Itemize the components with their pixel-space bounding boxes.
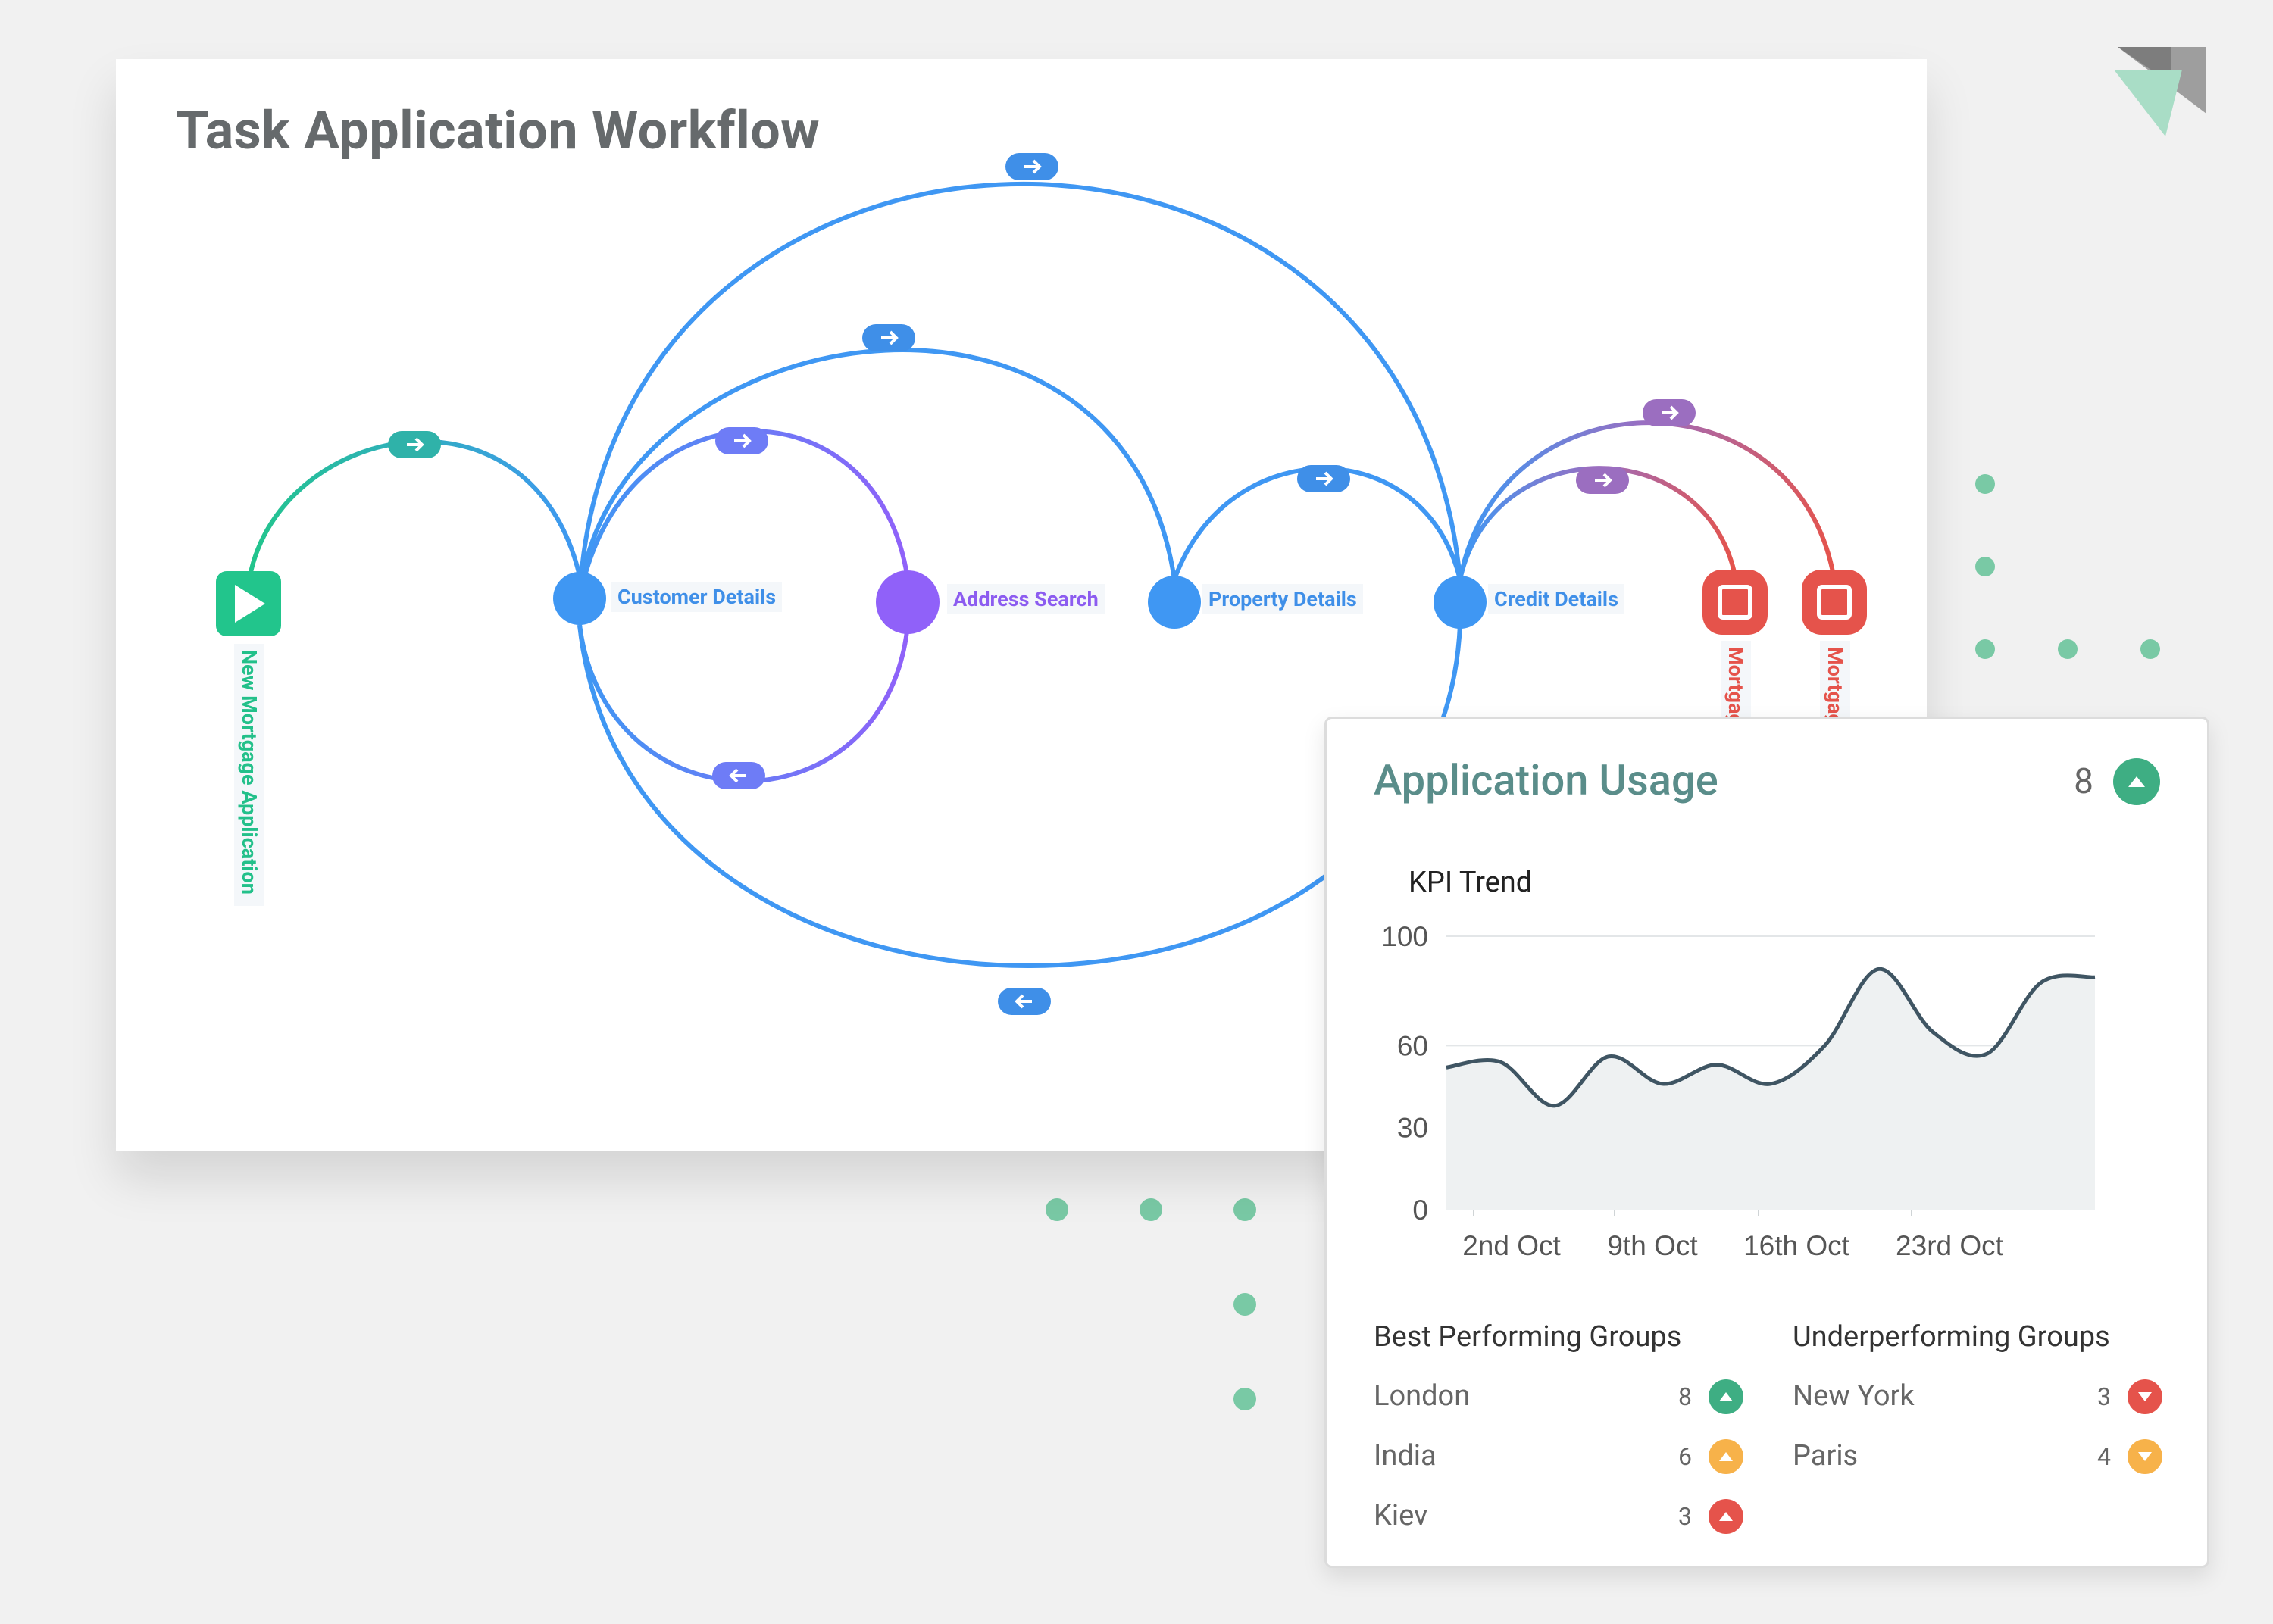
kpi-area — [1446, 969, 2095, 1210]
arrow-right-icon — [862, 324, 915, 351]
trend-up-icon — [1709, 1379, 1743, 1414]
y-tick-label: 30 — [1397, 1113, 1428, 1144]
trend-up-icon — [1709, 1499, 1743, 1534]
connector-customer-to-address — [577, 429, 910, 599]
group-row-london: London 8 — [1374, 1379, 1743, 1417]
arrow-right-icon — [1297, 465, 1350, 492]
group-row-kiev: Kiev 3 — [1374, 1499, 1743, 1537]
connector-customer-to-credit — [577, 182, 1462, 599]
arrow-right-icon — [715, 427, 768, 454]
start-node[interactable] — [216, 571, 281, 636]
node-label-property-details: Property Details — [1202, 584, 1363, 614]
decorative-dots — [1046, 474, 2160, 1410]
node-label-customer-details: Customer Details — [611, 582, 783, 612]
kpi-trend-title: KPI Trend — [1409, 866, 1533, 899]
x-tick-label: 16th Oct — [1743, 1230, 1850, 1261]
node-credit-details[interactable] — [1434, 576, 1487, 629]
best-groups-heading: Best Performing Groups — [1374, 1320, 1682, 1354]
node-label-mortgage-2: Mortgage — [1820, 641, 1850, 729]
group-row-india: India 6 — [1374, 1439, 1743, 1477]
connector-credit-to-end-2 — [1458, 420, 1836, 580]
usage-count: 8 — [2074, 761, 2093, 802]
x-tick-label: 9th Oct — [1607, 1230, 1698, 1261]
connector-start-to-customer — [248, 439, 582, 576]
node-customer-details[interactable] — [553, 572, 606, 625]
arrow-right-icon — [1005, 153, 1058, 180]
trend-up-icon — [1709, 1439, 1743, 1474]
application-usage-card: Application Usage 8 KPI Trend 0 30 60 100 2… — [1324, 717, 2209, 1568]
usage-title: Application Usage — [1374, 755, 1718, 805]
y-tick-label: 100 — [1381, 921, 1428, 952]
node-label-credit-details: Credit Details — [1488, 584, 1624, 614]
trend-down-icon — [2128, 1439, 2162, 1474]
y-tick-label: 60 — [1397, 1030, 1428, 1061]
brand-logo-icon — [2114, 47, 2206, 136]
stop-icon — [1817, 585, 1852, 620]
arrow-right-icon — [1576, 467, 1629, 494]
arrow-left-icon — [998, 988, 1051, 1015]
trend-down-icon — [2128, 1379, 2162, 1414]
connector-address-to-customer — [577, 624, 910, 784]
x-tick-label: 2nd Oct — [1462, 1230, 1561, 1261]
play-icon — [235, 585, 265, 623]
node-label-new-mortgage-application: New Mortgage Application — [234, 644, 264, 906]
node-label-mortgage-1: Mortgage — [1721, 641, 1751, 729]
kpi-trend-chart: 0 30 60 100 2nd Oct 9th Oct 16th Oct 23rd Oct — [1381, 921, 2096, 1261]
connector-customer-to-property — [577, 348, 1177, 599]
stop-icon — [1718, 585, 1752, 620]
node-property-details[interactable] — [1148, 576, 1201, 629]
arrow-right-icon — [1643, 399, 1696, 426]
end-node-1[interactable] — [1702, 570, 1768, 635]
flow-arrow-chips — [388, 153, 1696, 1015]
trend-up-icon — [2113, 758, 2160, 805]
group-row-paris: Paris 4 — [1793, 1439, 2162, 1477]
x-tick-label: 23rd Oct — [1896, 1230, 2004, 1261]
arrow-left-icon — [712, 762, 765, 789]
node-label-address-search: Address Search — [947, 584, 1105, 614]
arrow-right-icon — [388, 431, 441, 458]
kpi-line — [1446, 967, 2096, 1108]
node-address-search[interactable] — [876, 570, 940, 634]
workflow-title: Task Application Workflow — [176, 100, 821, 162]
group-row-new-york: New York 3 — [1793, 1379, 2162, 1417]
under-groups-heading: Underperforming Groups — [1793, 1320, 2110, 1354]
y-tick-label: 0 — [1412, 1195, 1428, 1226]
end-node-2[interactable] — [1802, 570, 1867, 635]
